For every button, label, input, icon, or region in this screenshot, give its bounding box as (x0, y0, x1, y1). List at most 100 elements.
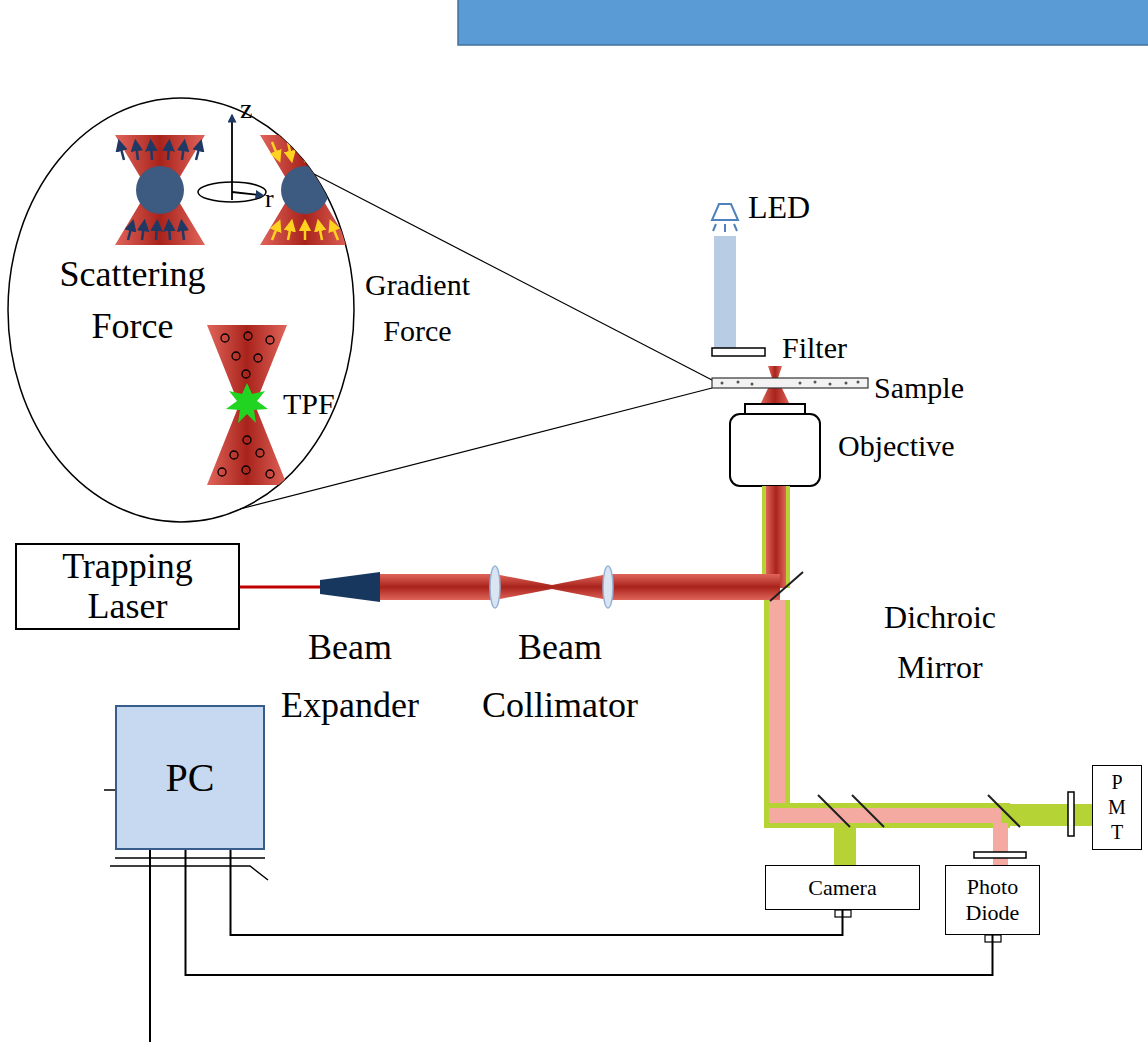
pmt-box: P M T (1092, 765, 1142, 850)
cable (149, 850, 151, 1042)
fluorophore (242, 370, 250, 378)
filter-plate (974, 852, 1026, 858)
force-label: Scattering Force (45, 248, 220, 352)
trapping-beam (380, 574, 495, 600)
computer-box: PC (115, 705, 265, 850)
emission-beam (834, 828, 856, 865)
title-banner (458, 0, 1148, 45)
excitation-beam (207, 325, 287, 485)
part-label: Objective (838, 428, 955, 464)
part-label: Dichroic Mirror (850, 592, 1030, 692)
particle (814, 381, 817, 384)
lens (490, 566, 500, 608)
inset-content (115, 118, 350, 485)
signal-cable (186, 850, 993, 975)
force-arrow (168, 145, 169, 160)
force-arrow (128, 225, 132, 240)
particle (799, 382, 802, 385)
filter-plate (712, 348, 765, 356)
fluorophore (266, 336, 274, 344)
trapping-beam (495, 574, 552, 600)
trapping-beam (608, 574, 780, 600)
particle (721, 382, 724, 385)
mirror (852, 795, 884, 827)
fluorophore (256, 449, 264, 457)
box-text: P M T (1107, 770, 1127, 845)
axis-label: z (240, 92, 252, 126)
mirror (818, 795, 850, 827)
part-label: Sample (874, 370, 964, 406)
force-arrow (319, 225, 322, 240)
trapped-bead (136, 166, 184, 214)
lens (603, 566, 613, 608)
fluorescence-star (226, 383, 268, 423)
scattering-arrows (120, 145, 200, 240)
led-body (712, 204, 738, 220)
rotation-ellipse (198, 182, 266, 202)
fluorophore (221, 334, 229, 342)
r-axis (232, 192, 260, 195)
force-arrow (288, 225, 291, 240)
box-text: Trapping Laser (27, 547, 228, 626)
force-arrow (272, 225, 278, 240)
trap-return-beam (769, 600, 785, 823)
fluorophore (242, 466, 250, 474)
sample-particles (721, 381, 860, 386)
emission-beam (764, 803, 1010, 828)
force-arrow (332, 225, 338, 240)
trap-beam (115, 135, 205, 245)
beam-expander (320, 572, 380, 602)
force-label: Gradient Force (330, 262, 505, 354)
filter-plate (1068, 792, 1074, 836)
gradient-arrows (272, 142, 338, 240)
trap-return-beam (769, 808, 1001, 823)
fluorophore (243, 436, 251, 444)
force-arrow (272, 142, 278, 157)
particle (829, 383, 832, 386)
box-text: Photo Diode (950, 874, 1035, 927)
trapping-beam (766, 486, 786, 588)
force-arrow (156, 225, 157, 240)
force-arrow (304, 225, 307, 240)
part-label: Filter (782, 330, 847, 366)
force-arrow (120, 145, 124, 160)
illumination-beam (714, 236, 736, 348)
dichroic-mirror (770, 572, 803, 601)
signal-cable (231, 850, 843, 935)
force-arrow (136, 145, 138, 160)
particle (751, 383, 754, 386)
force-arrow (151, 145, 152, 160)
inset-circle (8, 98, 354, 522)
fluorophore (230, 451, 238, 459)
fluorophore (254, 354, 262, 362)
emission-beam (1010, 804, 1092, 826)
leader-line (314, 174, 712, 380)
camera-box: Camera (765, 865, 920, 910)
fluorophore (218, 468, 226, 476)
particle (845, 382, 848, 385)
trapping-beam (552, 574, 608, 600)
led-symbol (712, 204, 738, 232)
axis-label: r (265, 183, 274, 214)
force-arrow (196, 145, 200, 160)
part-label: Beam Collimator (450, 618, 670, 734)
sample-slide (712, 378, 868, 388)
force-arrow (332, 142, 338, 157)
led-ray (713, 224, 716, 231)
led-ray (724, 224, 726, 232)
fluorophore (232, 352, 240, 360)
led-ray (734, 224, 737, 231)
z-axis (231, 118, 233, 200)
focus-cone (768, 366, 782, 378)
fluorophore (266, 470, 274, 478)
force-arrow (169, 225, 170, 240)
pc-keyboard (110, 858, 268, 880)
force-arrow (182, 225, 184, 240)
part-label: Beam Expander (270, 618, 430, 734)
mirror (988, 795, 1020, 827)
box-text: PC (166, 756, 215, 800)
process-label: TPF (283, 386, 335, 422)
objective-lens (730, 414, 820, 486)
laser-box: Trapping Laser (15, 543, 240, 630)
